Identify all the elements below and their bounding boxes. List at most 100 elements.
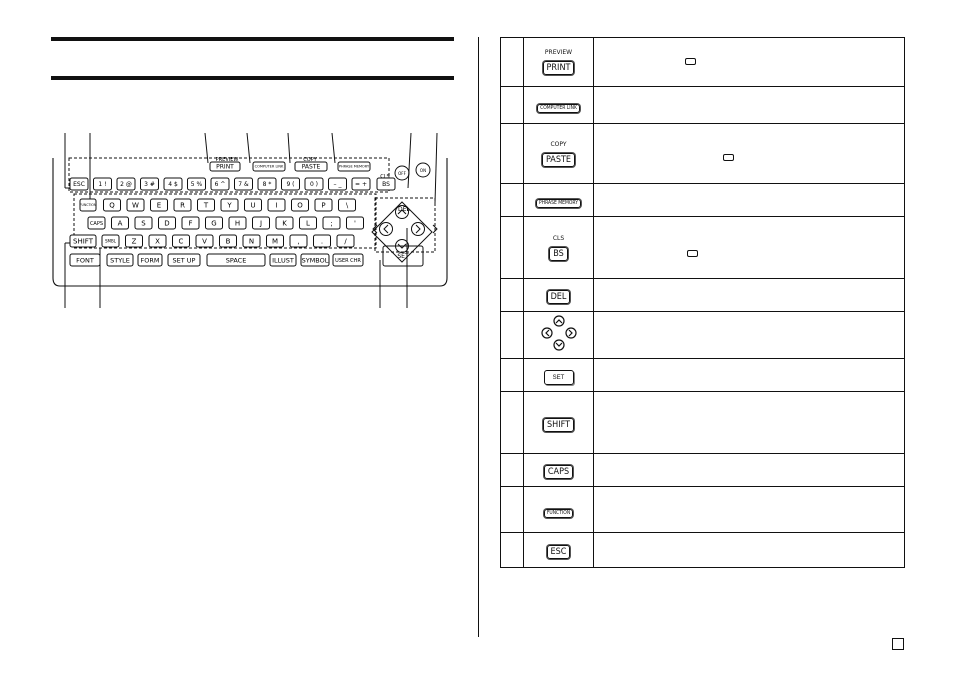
- num-key-10-shape: [304, 177, 324, 191]
- row3-key-11-shape: [346, 216, 364, 230]
- key-cell: ESC: [523, 532, 594, 568]
- function-key-mini-icon: [687, 250, 698, 257]
- key-row: ESC: [500, 532, 905, 568]
- row2-key-6: Y: [226, 201, 232, 209]
- row4-key-1-shape: [101, 234, 120, 248]
- key-cell: [523, 311, 594, 359]
- description-cell: [593, 216, 905, 279]
- row2-key-3-shape: [150, 198, 168, 212]
- row4-key-11-shape: [336, 234, 355, 248]
- num-key-11: – _: [334, 181, 343, 188]
- row3-key-9-shape: [299, 216, 317, 230]
- row3-key-2: S: [141, 219, 146, 227]
- key-row: COMPUTER LINK: [500, 86, 905, 124]
- row3-key-0-shape: [87, 216, 106, 230]
- on-key-label: ON: [420, 168, 426, 173]
- row-number-cell: [500, 86, 524, 124]
- row-number-cell: [500, 532, 524, 568]
- description-cell: [593, 453, 905, 487]
- key-cell: COMPUTER LINK: [523, 86, 594, 124]
- num-key-1: 1 !: [98, 181, 106, 188]
- row4-key-2: Z: [132, 237, 137, 245]
- description-cell: [593, 183, 905, 217]
- key-row: PHRASE MEMORY: [500, 183, 905, 217]
- row-number-cell: [500, 37, 524, 87]
- row5-key-1: STYLE: [110, 256, 130, 264]
- column-divider: [478, 37, 479, 637]
- num-key-13-shape: [376, 177, 396, 191]
- row2-key-8-shape: [267, 198, 286, 212]
- row3-key-8-shape: [275, 216, 294, 230]
- key-icon: PRINT: [542, 61, 575, 75]
- row3-key-2-shape: [134, 216, 153, 230]
- row3-key-1-shape: [111, 216, 129, 230]
- key-cell: SET: [523, 358, 594, 392]
- off-key-label: OFF: [398, 171, 406, 176]
- row4-key-6: B: [226, 237, 231, 245]
- row2-key-2: W: [132, 201, 139, 209]
- del-key-label: DEL: [398, 206, 410, 213]
- num-key-12: = +: [355, 181, 367, 188]
- row3-key-6-shape: [228, 216, 247, 230]
- row2-key-7: U: [250, 201, 255, 209]
- row2-key-11: \: [346, 201, 349, 209]
- num-key-13: BS: [382, 181, 390, 188]
- page-number-box: [892, 638, 904, 650]
- row2-key-9: O: [297, 201, 303, 209]
- key-shift-label: CLS: [552, 234, 565, 242]
- key-row: [500, 311, 905, 359]
- num-key-0: ESC: [73, 181, 85, 188]
- num-key-4-shape: [163, 177, 183, 191]
- row3-key-5: G: [211, 219, 216, 227]
- key-icon: CAPS: [543, 465, 574, 479]
- key-row: CAPS: [500, 453, 905, 487]
- key-icon: SHIFT: [542, 417, 575, 432]
- key-icon: ESC: [546, 545, 571, 559]
- row2-key-7-shape: [244, 198, 262, 212]
- row-number-cell: [500, 311, 524, 359]
- row5-key-5-shape: [269, 253, 297, 267]
- row5-key-2: FORM: [141, 256, 160, 264]
- row5-key-5: ILLUST: [272, 256, 294, 264]
- set-key-label: SET: [397, 253, 409, 260]
- num-key-11-shape: [328, 177, 347, 191]
- row2-key-1: Q: [109, 201, 115, 209]
- row2-key-11-shape: [338, 198, 356, 212]
- row-number-cell: [500, 453, 524, 487]
- row5-key-2-shape: [137, 253, 163, 267]
- row2-key-2-shape: [126, 198, 145, 212]
- row4-key-3: X: [155, 237, 160, 245]
- cls-label: CLS: [380, 174, 389, 180]
- row2-key-5-shape: [197, 198, 215, 212]
- row4-key-7-shape: [242, 234, 261, 248]
- description-cell: [593, 37, 905, 87]
- num-key-9-shape: [281, 177, 300, 191]
- row3-key-3: D: [164, 219, 169, 227]
- row5-key-3: SET UP: [173, 256, 196, 264]
- top-key-2-shape: [294, 161, 328, 172]
- row5-key-4: SPACE: [226, 256, 247, 264]
- row-number-cell: [500, 358, 524, 392]
- row3-key-1: A: [118, 219, 123, 227]
- row5-key-6-shape: [300, 253, 330, 267]
- row3-key-11: ': [354, 219, 356, 227]
- row3-key-10-shape: [322, 216, 341, 230]
- row2-key-10: P: [321, 201, 325, 209]
- num-key-5-shape: [187, 177, 206, 191]
- row5-key-3-shape: [167, 253, 201, 267]
- key-cell: FUNCTION: [523, 486, 594, 533]
- key-cell: SHIFT: [523, 391, 594, 454]
- row4-key-9: ,: [297, 237, 299, 245]
- row4-key-5-shape: [195, 234, 214, 248]
- row5-key-4-shape: [206, 253, 266, 267]
- description-cell: [593, 391, 905, 454]
- header-rule-bottom: [51, 76, 454, 80]
- key-icon: DEL: [546, 290, 571, 304]
- description-cell: [593, 358, 905, 392]
